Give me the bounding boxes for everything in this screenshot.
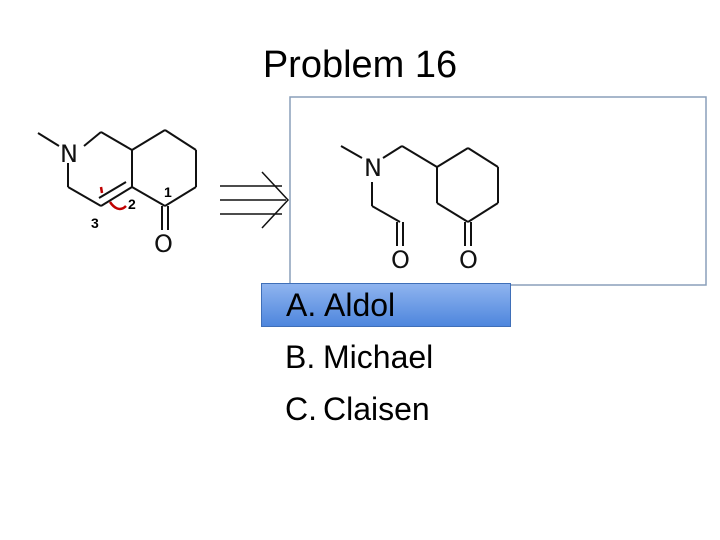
choice-letter: C.: [285, 391, 317, 427]
atom-number-1: 1: [164, 184, 172, 200]
atom-number-3: 3: [91, 215, 99, 231]
page-title: Problem 16: [262, 44, 458, 86]
starting-nitrogen-label: N: [364, 154, 382, 182]
atom-number-2: 2: [128, 196, 136, 212]
choice-label: Claisen: [323, 391, 430, 427]
product-nitrogen-label: N: [60, 140, 78, 168]
aldehyde-oxygen-label: O: [391, 246, 410, 274]
answer-choices: A.Aldol B.Michael C.Claisen: [261, 283, 511, 437]
bond-break-mark: [108, 201, 127, 211]
product-molecule: [37, 129, 197, 230]
choice-label: Michael: [323, 339, 434, 375]
choice-michael[interactable]: B.Michael: [261, 333, 511, 385]
ketone-oxygen-label: O: [459, 246, 478, 274]
starting-material-molecule: [340, 145, 499, 246]
choice-label: Aldol: [324, 287, 396, 323]
bond-tick-mark: [99, 186, 104, 194]
choice-aldol[interactable]: A.Aldol: [261, 283, 511, 327]
choice-letter: B.: [285, 339, 316, 375]
choice-claisen[interactable]: C.Claisen: [261, 385, 511, 437]
choice-letter: A.: [286, 287, 317, 323]
retrosynthesis-arrow: [220, 171, 290, 229]
product-oxygen-label: O: [154, 230, 173, 258]
